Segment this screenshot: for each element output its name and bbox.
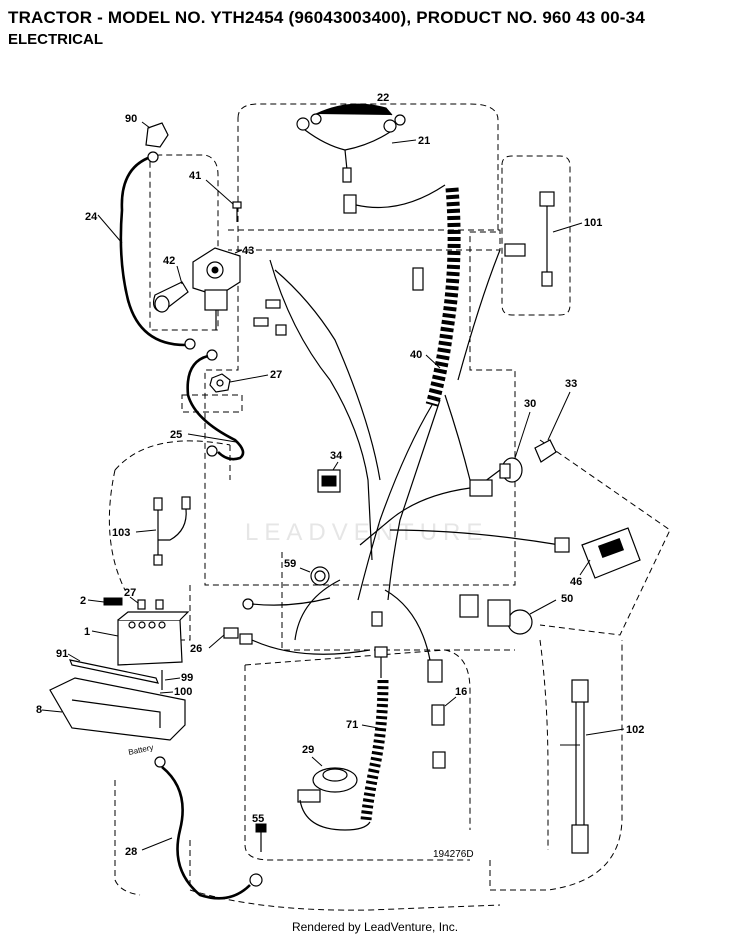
figure-number: 194276D xyxy=(433,849,474,860)
footer-credit: Rendered by LeadVenture, Inc. xyxy=(291,920,459,934)
callout-27-lower: 27 xyxy=(124,587,136,599)
switch-34: 34 xyxy=(317,450,343,493)
meter-46: 46 xyxy=(570,527,641,588)
callout-21: 21 xyxy=(418,135,430,147)
cable-24: 24 xyxy=(85,151,196,350)
cable-25: 25 xyxy=(170,349,245,461)
boot-42: 42 xyxy=(152,255,189,313)
callout-102: 102 xyxy=(626,724,644,736)
callout-71: 71 xyxy=(346,719,358,731)
callout-55: 55 xyxy=(252,813,264,825)
switch-50: 50 xyxy=(487,593,573,635)
lead-101: 101 xyxy=(539,191,602,287)
callout-100: 100 xyxy=(174,686,192,698)
terminal-cover-part: 90 xyxy=(125,113,169,148)
callout-42: 42 xyxy=(163,255,175,267)
ignition-switch-30: 30 xyxy=(479,398,536,486)
callout-50: 50 xyxy=(561,593,573,605)
callout-59: 59 xyxy=(284,558,296,570)
relay-16: 16 xyxy=(431,686,467,769)
callout-28: 28 xyxy=(125,846,137,858)
light-59: 59 xyxy=(284,558,330,586)
callout-101: 101 xyxy=(584,217,602,229)
harness-21: 21 xyxy=(304,129,446,214)
callout-24: 24 xyxy=(85,211,98,223)
battery-text: Battery xyxy=(128,743,155,757)
section-title: ELECTRICAL xyxy=(8,31,103,48)
cable-26: 26 xyxy=(190,597,371,655)
callout-41: 41 xyxy=(189,170,201,182)
callout-8: 8 xyxy=(36,704,42,716)
callout-25: 25 xyxy=(170,429,182,441)
callout-34: 34 xyxy=(330,450,343,462)
callout-91: 91 xyxy=(56,648,68,660)
page-title: TRACTOR - MODEL NO. YTH2454 (96043003400… xyxy=(8,8,645,27)
battery-assembly: 2 27 1 91 99 100 8 Battery xyxy=(36,587,193,757)
callout-2: 2 xyxy=(80,595,86,607)
callout-40: 40 xyxy=(410,349,422,361)
callout-29: 29 xyxy=(302,744,314,756)
callout-26: 26 xyxy=(190,643,202,655)
solenoid-43: 43 xyxy=(192,245,254,330)
callout-99: 99 xyxy=(181,672,193,684)
callout-43: 43 xyxy=(242,245,254,257)
callout-1: 1 xyxy=(84,626,90,638)
harness-40: 40 xyxy=(253,187,526,601)
connectors xyxy=(294,479,570,683)
callout-22: 22 xyxy=(377,92,389,104)
conduit-71: 71 xyxy=(346,646,389,821)
chassis-outline xyxy=(108,103,671,911)
cable-28: 28 xyxy=(125,756,263,900)
callout-46: 46 xyxy=(570,576,582,588)
switch-33: 33 xyxy=(534,378,577,463)
harness-103: 103 xyxy=(112,496,191,566)
nut-27-upper: 27 xyxy=(209,369,282,393)
sensor-29: 29 xyxy=(297,744,371,831)
callout-103: 103 xyxy=(112,527,130,539)
headlights-22: 22 xyxy=(296,92,406,133)
screw-55: 55 xyxy=(252,813,267,852)
callout-27-upper: 27 xyxy=(270,369,282,381)
callout-16: 16 xyxy=(455,686,467,698)
callout-90: 90 xyxy=(125,113,137,125)
harness-102: 102 xyxy=(560,679,644,854)
callout-33: 33 xyxy=(565,378,577,390)
callout-30: 30 xyxy=(524,398,536,410)
bolt-41: 41 xyxy=(189,170,242,222)
